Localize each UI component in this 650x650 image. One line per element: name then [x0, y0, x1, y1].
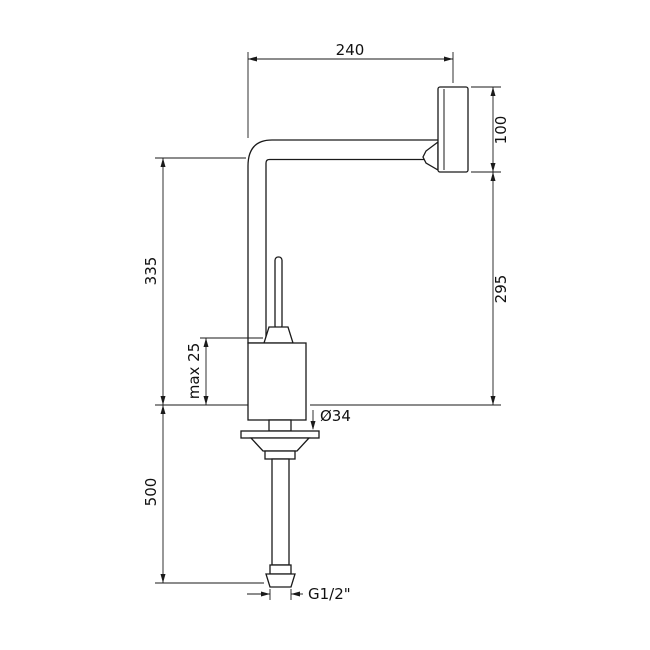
dimension-295: 295 — [310, 172, 510, 406]
dimension-240: 240 — [247, 41, 454, 138]
dim-label-100: 100 — [492, 116, 510, 145]
lever-handle — [274, 256, 283, 330]
faucet-outline — [240, 86, 469, 588]
dimension-100: 100 — [471, 86, 510, 173]
dim-label-240: 240 — [336, 41, 365, 59]
hose-collar — [264, 450, 296, 460]
hose-nut — [265, 573, 296, 588]
dim-label-thread: G1/2" — [308, 585, 351, 603]
dim-label-500: 500 — [142, 478, 160, 507]
dimension-diameter-34: Ø34 — [310, 407, 351, 430]
hose-ferrule — [269, 564, 292, 575]
dim-label-295: 295 — [492, 275, 510, 304]
spray-head — [437, 86, 469, 173]
dim-label-335: 335 — [142, 257, 160, 286]
dimension-500: 500 — [142, 405, 264, 584]
thread-shank — [268, 419, 292, 432]
dimension-335: 335 — [142, 157, 248, 406]
faucet-body — [247, 342, 307, 421]
dim-label-max-25: max 25 — [185, 343, 203, 400]
dimension-thread-g12: G1/2" — [247, 585, 351, 603]
mounting-nut — [249, 437, 311, 452]
dim-label-diameter-34: Ø34 — [320, 407, 351, 425]
dimension-max-25: max 25 — [185, 337, 263, 405]
mounting-flange — [240, 430, 320, 439]
lever-base — [263, 326, 294, 344]
flex-hose — [271, 458, 290, 566]
